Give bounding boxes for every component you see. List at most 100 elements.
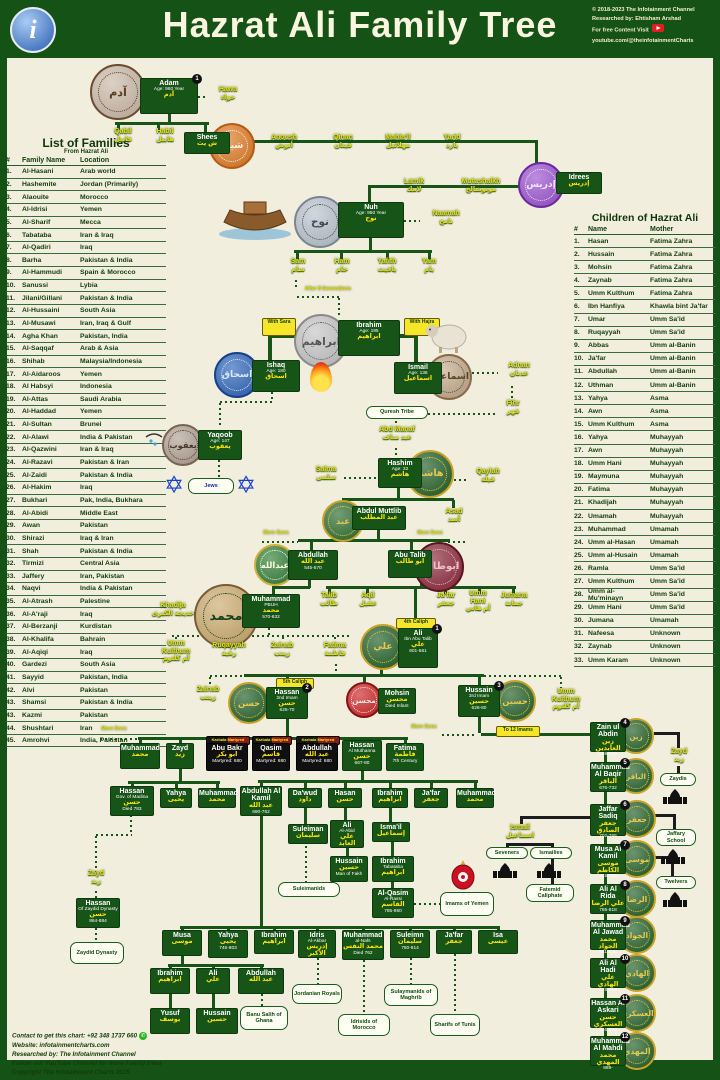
connector: [389, 783, 392, 788]
label-arabic: زينب: [274, 649, 290, 657]
cell: 14.: [6, 332, 16, 340]
cell: 27.: [6, 496, 16, 504]
node-name: Abdullah: [302, 745, 332, 752]
connector: [262, 541, 298, 543]
cell: Asma: [650, 394, 669, 402]
cell: Indonesia: [80, 383, 112, 391]
cell: 23.: [574, 525, 584, 533]
connector: [442, 734, 476, 736]
cell: Shushtari: [22, 724, 54, 732]
families-table-header: # Family Name Location: [6, 155, 166, 166]
label-arabic: فاطمة: [324, 649, 346, 657]
credit-line-2: Researched by: Ehtisham Arshad: [592, 16, 682, 23]
connector: [204, 125, 207, 134]
cell: Pakistan, India: [80, 332, 128, 340]
label-arabic: أنوش: [275, 141, 293, 149]
connector: [272, 586, 310, 589]
label-more-sons-4: More Sons: [411, 724, 437, 730]
connector: [454, 479, 466, 481]
cell: Pakistan & Iran: [80, 459, 130, 467]
cell: Kazmi: [22, 711, 43, 719]
cell: Al-Aqiqi: [22, 648, 49, 656]
badge-zaydid-dynasty: Zaydid Dynasty: [70, 942, 124, 964]
cell: 28.: [6, 509, 16, 517]
cell: Umm Kulthum: [588, 289, 635, 297]
connector: [268, 336, 272, 362]
node-name: Hussain: [465, 687, 493, 694]
cell: Awn: [588, 447, 603, 455]
cell: Muhayyah: [650, 512, 684, 520]
cell: Iran, Pakistan: [80, 572, 125, 580]
node-detail: 625-70: [279, 708, 295, 714]
cell: Umm Hani: [588, 460, 622, 468]
connector: [511, 386, 513, 402]
flame-icon: [310, 362, 332, 392]
node-arabic: عبد الله: [305, 751, 329, 759]
cell: Shirazi: [22, 534, 45, 542]
label-arabic: خديجة الكبرى: [151, 609, 195, 617]
node-arabic: فاطمة: [394, 751, 416, 759]
medallion-calligraphy: العسكري: [620, 999, 654, 1027]
connector: [95, 891, 97, 898]
connector: [282, 637, 284, 642]
cell: Abbas: [588, 342, 609, 350]
cell: Hasan: [588, 237, 609, 245]
cell: Pakistan & India: [80, 256, 133, 264]
cell: Umm al-Banin: [650, 368, 696, 376]
medallion-calligraphy: آدم: [98, 72, 138, 112]
cell: Al-Idrisi: [22, 206, 48, 214]
medallion-hassan: حسن: [228, 682, 270, 724]
cell: Umm Sa'id: [650, 316, 685, 324]
node-detail: 846-874: [599, 1028, 617, 1034]
children-table: Children of Hazrat Ali # Name Mother 1.H…: [574, 212, 716, 668]
cell: 25.: [6, 471, 16, 479]
number-badge: 3: [494, 681, 504, 691]
cell: Khadijah: [588, 499, 617, 507]
medallion-calligraphy: نوح: [301, 203, 339, 241]
cell: Shihab: [22, 357, 45, 365]
label-arabic: زيد: [674, 755, 684, 763]
cell: 19.: [6, 395, 16, 403]
cell: Hussain: [588, 250, 615, 258]
node-detail: 601-661: [409, 649, 427, 655]
number-badge: 11: [620, 994, 630, 1004]
node-arabic: حسن العسكري: [593, 1013, 623, 1028]
cell: 21.: [6, 421, 16, 429]
node-arabic: حسين: [339, 864, 359, 872]
medallion-mohsin: محسن: [346, 682, 382, 718]
connector: [219, 403, 221, 427]
connector: [404, 220, 420, 222]
cell: Gardezi: [22, 661, 47, 669]
connector: [198, 96, 208, 98]
cell: Umm al-Banin: [650, 381, 696, 389]
node-name: Hassan: [349, 742, 375, 749]
cell: Ramla: [588, 564, 609, 572]
cell: Al-Razavi: [22, 459, 53, 467]
node-name: Ali Al Hadi: [599, 960, 617, 975]
